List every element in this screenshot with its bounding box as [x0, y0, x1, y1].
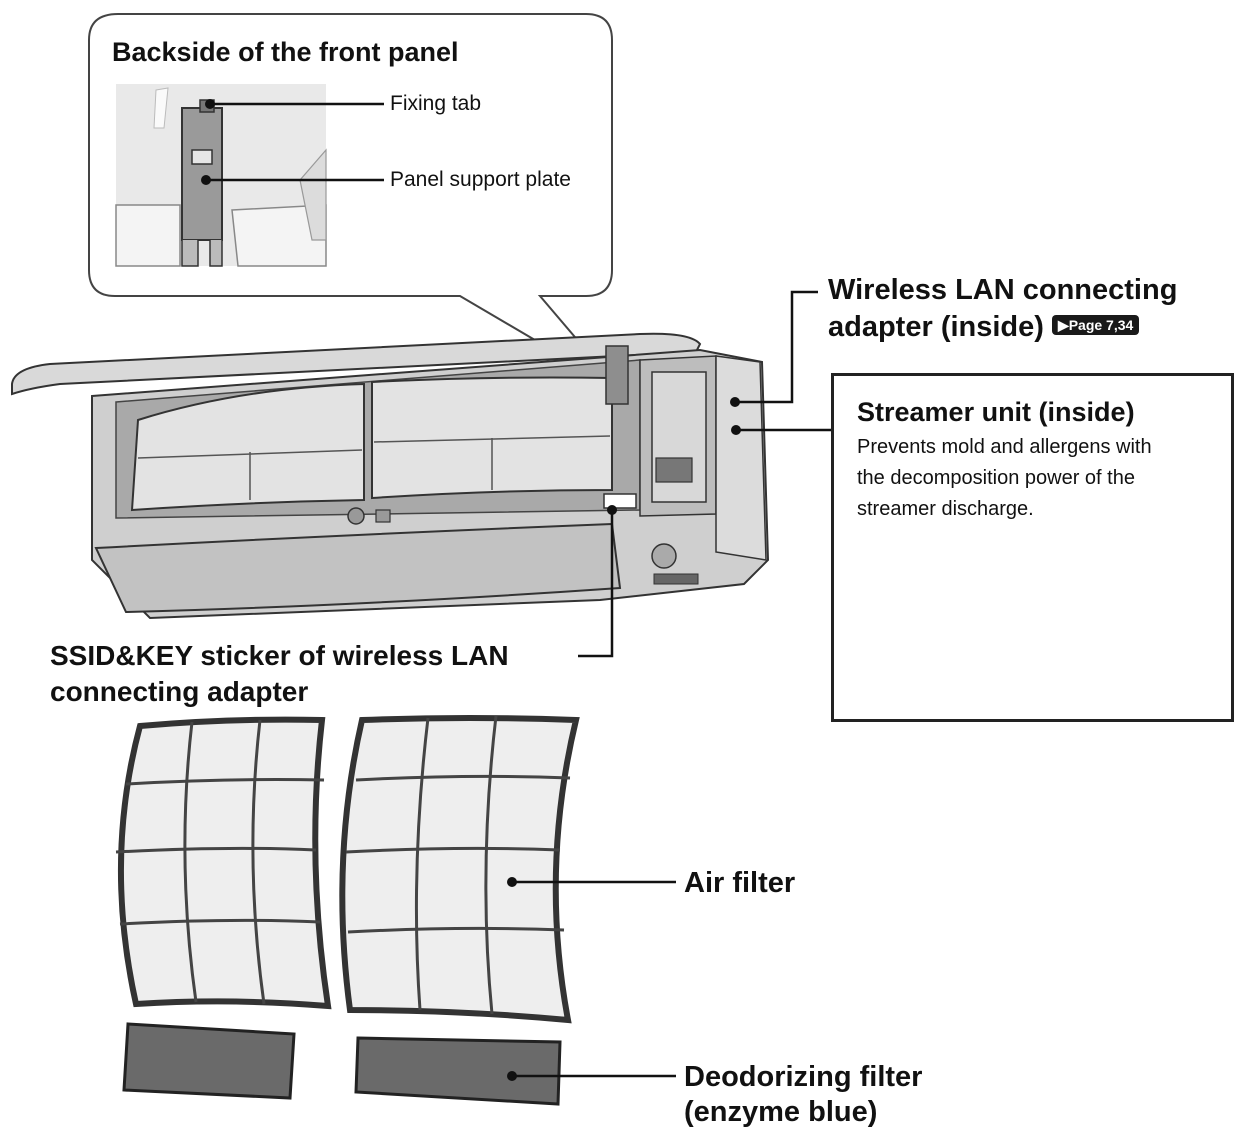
page-reference-badge: ▶Page 7,34 — [1051, 315, 1140, 336]
callout-title: Backside of the front panel — [112, 37, 459, 67]
ssid-sticker-label-line1: SSID&KEY sticker of wireless LAN — [50, 640, 509, 671]
wireless-lan-label-line2: adapter (inside) ▶Page 7,34 — [828, 309, 1140, 345]
air-filter-label: Air filter — [684, 867, 796, 899]
air-filters-drawing — [115, 715, 676, 1024]
wireless-lan-label-text: adapter (inside) — [828, 311, 1044, 343]
deodorizing-filters-drawing — [122, 1022, 676, 1106]
deodorizing-filter-label-line2: (enzyme blue) — [684, 1096, 878, 1128]
streamer-desc-line1: Prevents mold and allergens with — [857, 436, 1152, 458]
indoor-unit-drawing — [11, 290, 831, 658]
wireless-lan-label-line1: Wireless LAN connecting — [828, 274, 1178, 306]
callout-bubble — [88, 13, 621, 391]
deodorizing-filter-label-line1: Deodorizing filter — [684, 1061, 923, 1093]
streamer-desc-line3: streamer discharge. — [857, 498, 1034, 520]
streamer-unit-box — [831, 373, 1234, 722]
streamer-desc-line2: the decomposition power of the — [857, 467, 1135, 489]
streamer-unit-title: Streamer unit (inside) — [857, 397, 1135, 427]
panel-support-plate-label: Panel support plate — [390, 168, 571, 191]
fixing-tab-label: Fixing tab — [390, 92, 482, 115]
ssid-sticker-label-line2: connecting adapter — [50, 676, 309, 707]
